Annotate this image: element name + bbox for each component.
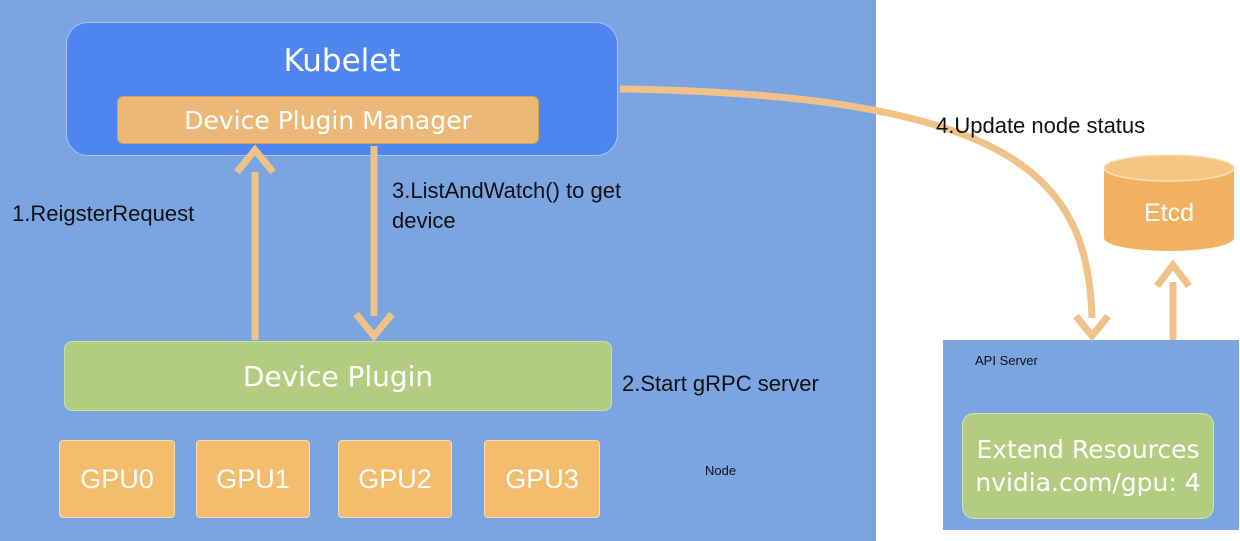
list-watch-label-line2: device xyxy=(392,208,456,233)
extend-resources-line1: Extend Resources xyxy=(976,435,1200,464)
extend-resources-box: Extend Resources nvidia.com/gpu: 4 xyxy=(962,413,1214,519)
register-arrow xyxy=(234,144,276,340)
list-watch-label-line1: 3.ListAndWatch() to get xyxy=(392,178,622,203)
list-watch-arrow xyxy=(353,146,395,342)
etcd-label: Etcd xyxy=(1143,199,1195,227)
etcd-cylinder xyxy=(1103,154,1235,251)
gpu2-box: GPU2 xyxy=(338,440,452,518)
device-plugin-box: Device Plugin xyxy=(64,341,612,411)
device-plugin-manager-box: Device Plugin Manager xyxy=(117,96,539,144)
api-server-label: API Server xyxy=(975,353,1038,368)
node-label: Node xyxy=(705,463,737,478)
start-grpc-label: 2.Start gRPC server xyxy=(622,371,819,396)
update-status-label: 4.Update node status xyxy=(936,113,1146,138)
extend-resources-line2: nvidia.com/gpu: 4 xyxy=(975,468,1201,497)
api-to-etcd-arrow xyxy=(1154,259,1192,340)
gpu0-box: GPU0 xyxy=(59,440,175,518)
update-status-arrow xyxy=(619,85,1111,342)
gpu1-box: GPU1 xyxy=(196,440,310,518)
kubelet-title: Kubelet xyxy=(283,43,401,79)
gpu3-box: GPU3 xyxy=(484,440,600,518)
register-label: 1.ReigsterRequest xyxy=(12,201,195,226)
